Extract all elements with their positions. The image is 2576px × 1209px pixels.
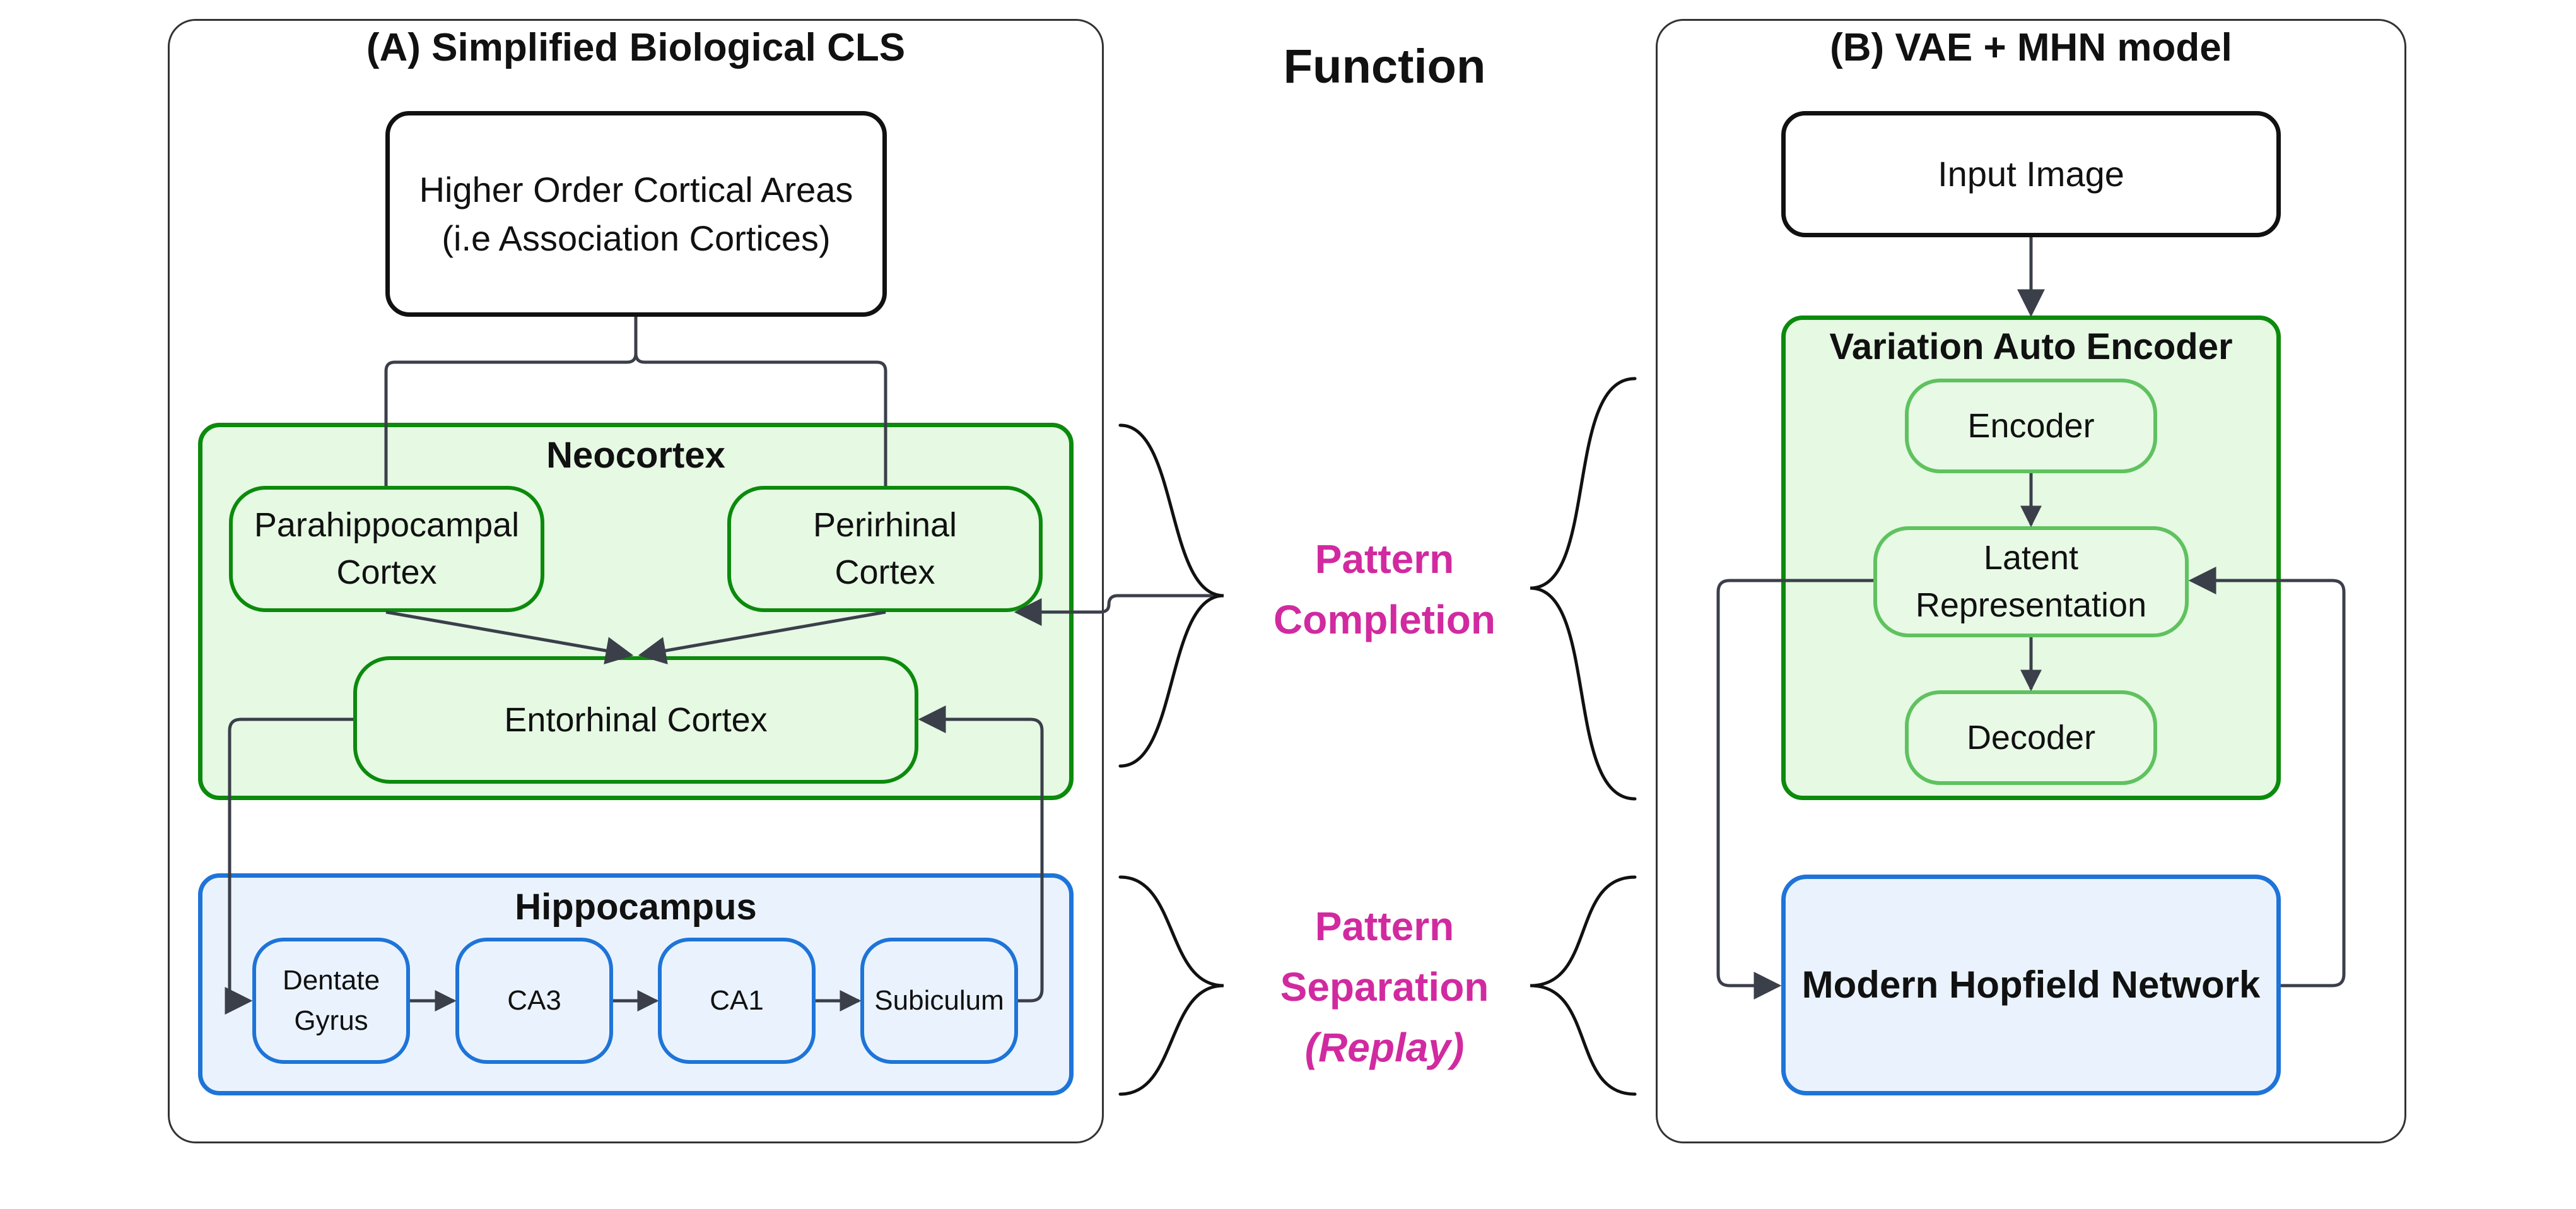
entorhinal-cortex-box: Entorhinal Cortex: [353, 656, 918, 784]
mhn-to-latent-connector: [2188, 567, 2346, 988]
encoder-box: Encoder: [1905, 379, 2157, 473]
latent-to-mhn-connector: [1716, 579, 1873, 1000]
latent-label-line1: Latent: [1983, 539, 2079, 577]
entorhinal-label: Entorhinal Cortex: [504, 700, 768, 739]
higher-order-to-cortices-connector: [384, 317, 887, 486]
dentate-label-line2: Gyrus: [294, 1005, 368, 1036]
pattern-separation-line1: Pattern: [1314, 904, 1455, 949]
pattern-separation-label: Pattern Separation (Replay): [1198, 896, 1571, 1078]
parahippocampal-to-entorhinal-arrow: [385, 610, 634, 664]
ca3-label: CA3: [507, 985, 561, 1017]
ca1-label: CA1: [710, 985, 764, 1017]
entorhinal-to-dentate-connector: [225, 717, 353, 1015]
mhn-label: Modern Hopfield Network: [1801, 963, 2261, 1006]
pattern-completion-label: Pattern Completion: [1198, 529, 1571, 650]
neocortex-title: Neocortex: [546, 435, 725, 476]
subiculum-box: Subiculum: [860, 938, 1018, 1064]
parahippocampal-label-line2: Cortex: [336, 553, 437, 591]
subiculum-label: Subiculum: [874, 985, 1004, 1017]
latent-label-line2: Representation: [1915, 586, 2147, 624]
panel-b-title: (B) VAE + MHN model: [1830, 26, 2232, 69]
completion-brace-left: [1118, 423, 1224, 768]
panel-a-title: (A) Simplified Biological CLS: [366, 26, 906, 69]
perirhinal-to-entorhinal-arrow: [638, 610, 886, 664]
higher-order-label-line2: (i.e Association Cortices): [442, 218, 831, 258]
modern-hopfield-network-box: Modern Hopfield Network: [1781, 875, 2281, 1095]
completion-to-perirhinal-connector: [1014, 594, 1224, 626]
decoder-box: Decoder: [1905, 690, 2157, 785]
higher-order-label-line1: Higher Order Cortical Areas: [419, 169, 853, 209]
separation-brace-left: [1118, 875, 1224, 1096]
function-title: Function: [1283, 40, 1486, 93]
pattern-completion-line2: Completion: [1273, 597, 1496, 642]
input-image-label: Input Image: [1938, 154, 2124, 194]
perirhinal-label-line2: Cortex: [834, 553, 935, 591]
decoder-label: Decoder: [1966, 718, 2096, 757]
dentate-label-line1: Dentate: [282, 965, 380, 996]
ca1-box: CA1: [658, 938, 816, 1064]
pattern-completion-line1: Pattern: [1314, 536, 1455, 582]
parahippocampal-label-line1: Parahippocampal: [254, 506, 520, 545]
vae-title: Variation Auto Encoder: [1829, 326, 2233, 367]
perirhinal-label-line1: Perirhinal: [812, 506, 957, 545]
input-image-box: Input Image: [1781, 111, 2281, 237]
pattern-separation-line2: Separation: [1280, 964, 1489, 1010]
subiculum-to-entorhinal-connector: [918, 705, 1044, 1003]
separation-brace-right: [1530, 875, 1637, 1096]
encoder-label: Encoder: [1967, 406, 2095, 445]
ca3-box: CA3: [455, 938, 613, 1064]
pattern-separation-line3: (Replay): [1304, 1025, 1465, 1070]
hippocampus-title: Hippocampus: [515, 887, 757, 928]
completion-brace-right: [1530, 377, 1637, 801]
higher-order-cortical-areas-box: Higher Order Cortical Areas (i.e Associat…: [385, 111, 887, 317]
